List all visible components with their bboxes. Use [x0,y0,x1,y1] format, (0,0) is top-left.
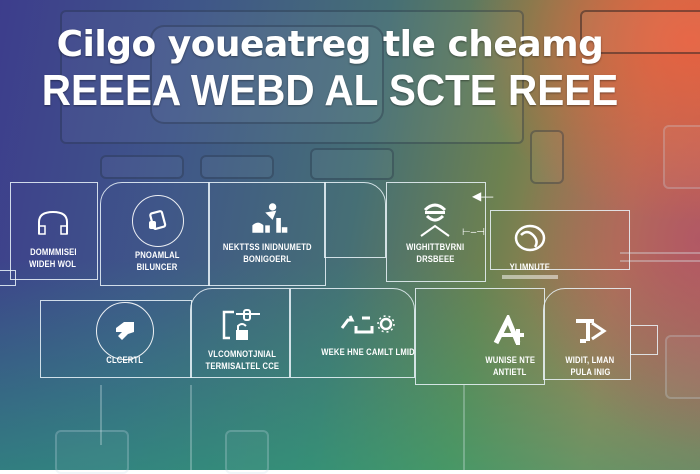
background-panel [530,130,564,184]
diagram-box [290,288,415,378]
user-icon [412,195,458,241]
background-panel [225,430,269,474]
node-n5: YLIMNUTE [490,215,570,279]
node-label: PNOAMLAL [135,250,180,260]
diagram-box [100,182,210,286]
diagram-box [0,270,16,286]
headline-line-1: Cilgo youeatreg tle cheamg [56,24,604,65]
node-n10: WIDIT, LMAN PULA INIG [555,308,625,378]
node-label: YLIMNUTE [509,262,551,272]
node-label: PULA INIG [570,367,610,377]
background-panel [55,430,129,474]
people-building-icon [245,195,291,241]
diagram-box [40,300,192,378]
headphones-icon [30,200,76,246]
node-n7: VLCOMNOTJNIAL TERMISALTEL CCE [195,302,290,372]
diagram-box [324,182,386,258]
diagram-box [386,182,486,282]
node-n6: CLCERTL [90,302,160,366]
node-label: DOMMMISEI [29,247,77,257]
background-line [463,385,465,470]
globe-icon [507,215,553,261]
gear-link-icon [333,300,403,346]
play-arrow-icon [567,308,613,354]
headline-line-2: REEEA WEBD AL SCTE REEE [41,66,619,115]
background-panel [150,25,384,124]
background-panel [665,335,700,399]
node-label: BONIGOERL [243,254,292,264]
background-line [620,252,700,254]
lock-icon [220,302,266,348]
node-label: WIDIT, LMAN [565,355,615,365]
diagram-box [630,325,658,355]
node-label: WIGHITTBVRNI [405,242,465,252]
node-label: BILUNCER [137,262,178,272]
node-label: TERMISALTEL CCE [205,361,280,371]
background-panel [580,10,700,54]
node-label: VLCOMNOTJNIAL [208,349,277,359]
node-label: DRSBEEE [415,254,455,264]
background-panel [310,148,394,180]
node-n2: PNOAMLAL BILUNCER [110,195,205,273]
diagram-box [490,210,630,270]
background-panel [663,125,700,189]
node-n4: WIGHITTBVRNI DRSBEEE [390,195,480,265]
node-label: ANTIETL [493,367,527,377]
node-label: WIDEH WOL [29,259,77,269]
letter-a-icon [487,308,533,354]
node-label: WEKE HNE CAMLT LMID [321,347,415,357]
node-n9: WUNISE NTE ANTIETL [475,308,545,378]
node-label: NEKTTSS INIDNUMETD [223,242,312,252]
background-panel [100,155,184,179]
node-label-bar [502,275,558,279]
diagram-box [415,288,545,385]
node-n3: NEKTTSS INIDNUMETD BONIGOERL [210,195,325,265]
node-n1: DOMMMISEI WIDEH WOL [8,200,98,270]
background-panel [60,10,524,144]
background-panel [200,155,274,179]
node-label: WUNISE NTE [485,355,535,365]
background-line [100,385,102,445]
arrow-left-icon: ◀— [472,189,494,203]
node-n8: WEKE HNE CAMLT LMID [318,300,418,358]
diagram-box [208,182,326,286]
diagram-box [190,288,290,378]
device-icon [131,195,184,247]
diagram-box [10,182,98,280]
background-line [620,260,700,262]
node-label: CLCERTL [106,355,144,365]
background-line [190,385,192,470]
hand-icon [96,302,154,360]
connector-icon: ⊢–⊣ [462,227,485,238]
